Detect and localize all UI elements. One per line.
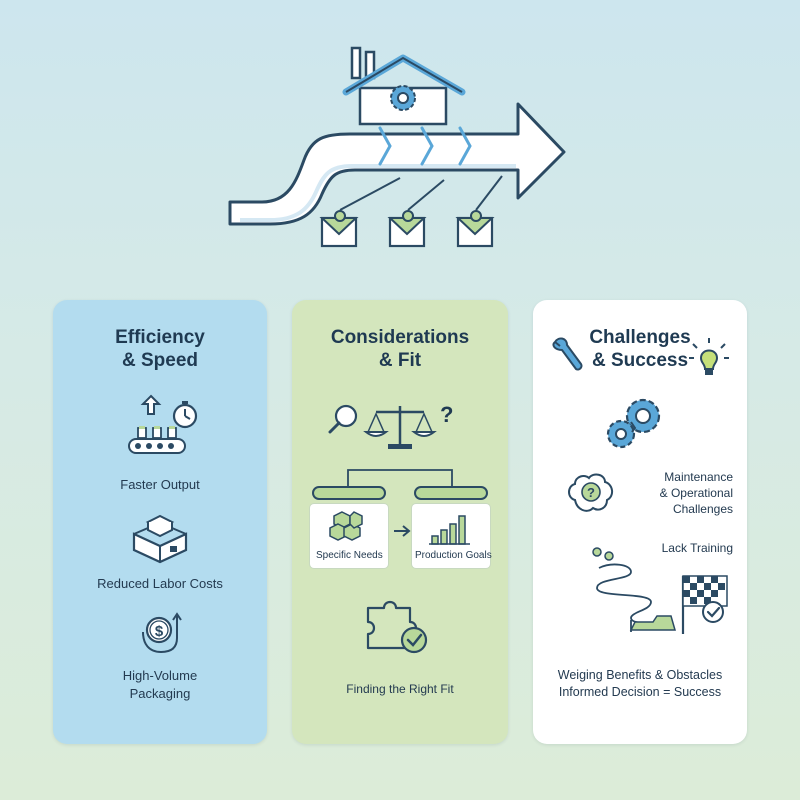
gears-icon: [606, 398, 661, 449]
card-title: Efficiency & Speed: [115, 327, 205, 371]
pill-right: [414, 486, 488, 500]
hero-factory-arrow-illustration: [228, 46, 566, 248]
box-label-specific-needs: Specific Needs: [316, 550, 383, 561]
open-box-icon: [132, 514, 188, 564]
label-weighing-benefits: Weiging Benefits & Obstacles: [557, 668, 723, 682]
card-title: Challenges & Success: [589, 327, 691, 371]
label-packaging: Packaging: [129, 686, 191, 701]
package-box-icon-2: [387, 210, 427, 248]
box-production-goals: Production Goals: [412, 504, 492, 568]
label-lack-training: Lack Training: [661, 541, 733, 555]
flow-chevrons: [378, 126, 472, 166]
package-box-icon-1: [319, 210, 359, 248]
label-maintenance-challenges: Maintenance & Operational Challenges: [659, 470, 733, 516]
card-efficiency-speed: Efficiency & Speed Faster Output Reduced…: [53, 300, 267, 744]
question-symbol: ?: [587, 485, 595, 500]
magnifier-scale-icon: [328, 404, 437, 449]
question-mark-icon: ?: [440, 402, 454, 427]
puzzle-check-icon: [366, 600, 428, 654]
box-label-production-goals: Production Goals: [415, 550, 492, 561]
arrow-right-icon: [394, 525, 411, 537]
factory-gear-icon: [342, 46, 466, 126]
checkered-flag: [682, 575, 728, 607]
label-informed-decision: Informed Decision = Success: [558, 685, 722, 699]
box-specific-needs: Specific Needs: [310, 504, 388, 568]
pill-left: [312, 486, 386, 500]
conveyor-stopwatch-icon: [128, 394, 198, 454]
card-title: Considerations & Fit: [330, 327, 470, 371]
blocks-icon: [329, 511, 363, 541]
label-reduced-labor-costs: Reduced Labor Costs: [97, 576, 223, 591]
winding-road-flag-icon: [592, 547, 728, 634]
package-box-icon-3: [455, 210, 495, 248]
connector-lines: [347, 469, 453, 488]
lightbulb-icon: [689, 338, 729, 375]
card-considerations-fit: Considerations & Fit ? Specific Needs: [292, 300, 508, 744]
label-faster-output: Faster Output: [120, 477, 200, 492]
wrench-icon: [552, 337, 583, 371]
dollar-symbol: $: [155, 623, 164, 640]
bar-chart-icon: [429, 515, 470, 545]
dollar-coin-cycle-icon: $: [142, 612, 182, 654]
label-finding-right-fit: Finding the Right Fit: [346, 682, 454, 696]
card-challenges-success: Challenges & Success ? Maintenance & Ope…: [533, 300, 747, 744]
label-high-volume: High-Volume: [122, 668, 198, 683]
brain-question-icon: ?: [568, 473, 613, 512]
